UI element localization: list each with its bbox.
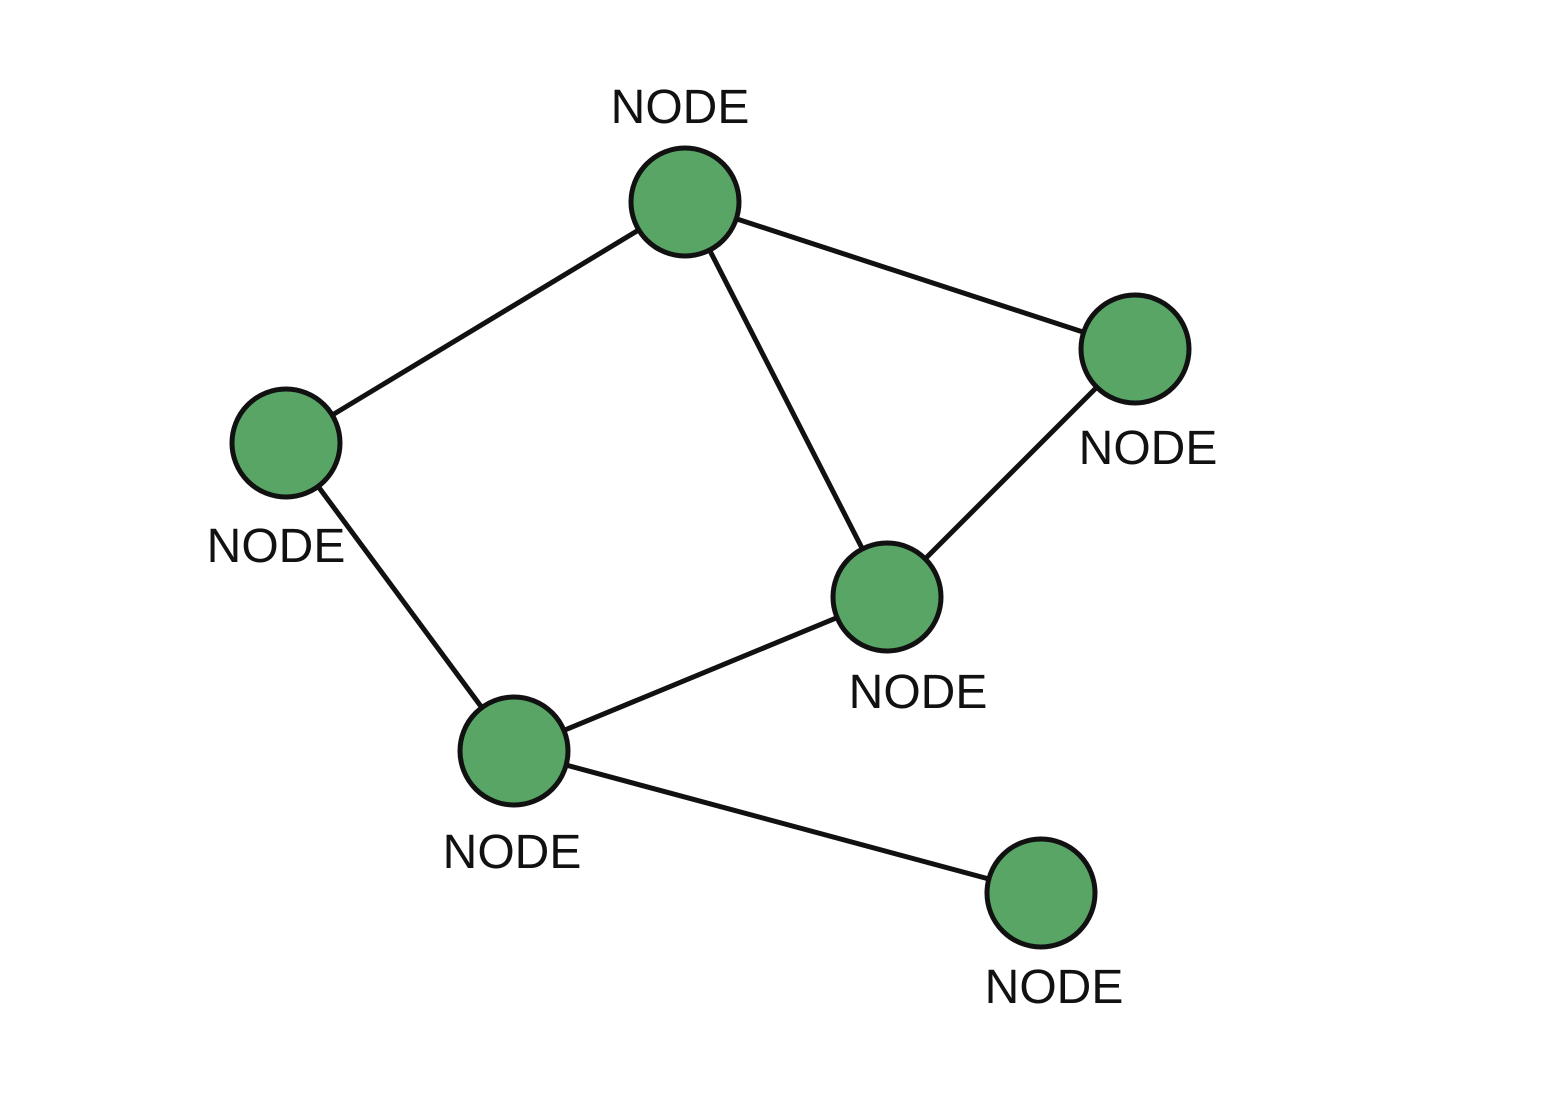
node-label: NODE [611, 81, 750, 134]
edge-n-top-n-center [682, 199, 890, 600]
node-label: NODE [985, 961, 1124, 1014]
node-circle [628, 145, 742, 259]
node-n-center: NODE [830, 540, 988, 719]
edges-layer [283, 199, 1138, 896]
node-label: NODE [443, 826, 582, 879]
node-label: NODE [1079, 422, 1218, 475]
edge-n-top-n-left [283, 199, 688, 446]
node-label: NODE [207, 520, 346, 573]
node-circle [457, 694, 571, 808]
node-circle [229, 386, 343, 500]
node-label: NODE [849, 666, 988, 719]
nodes-layer: NODE NODE NODE NODE NODE NODE [207, 81, 1218, 1014]
edge-n-center-n-bottom-left [511, 594, 890, 754]
node-n-top: NODE [611, 81, 750, 259]
edge-n-top-n-right [682, 199, 1138, 352]
node-n-right: NODE [1078, 292, 1218, 475]
edge-n-right-n-center [884, 346, 1138, 600]
edge-n-left-n-bottom-left [283, 440, 517, 754]
node-circle [984, 836, 1098, 950]
node-n-bottom-left: NODE [443, 694, 582, 879]
node-circle [1078, 292, 1192, 406]
node-n-bottom-right: NODE [984, 836, 1124, 1014]
node-circle [830, 540, 944, 654]
edge-n-bottom-left-n-bottom-right [511, 748, 1044, 896]
node-n-left: NODE [207, 386, 346, 573]
